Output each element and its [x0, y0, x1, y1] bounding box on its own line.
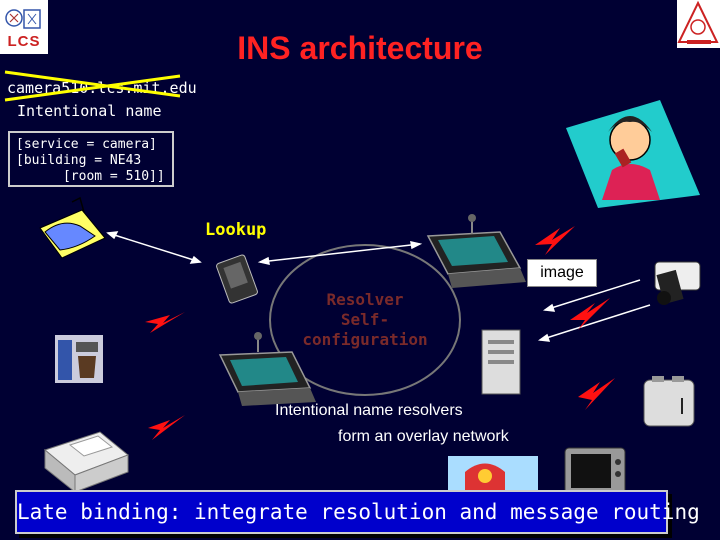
resolver-label-line: Resolver [290, 290, 440, 310]
server-tower-icon [482, 330, 520, 394]
image-label: image [527, 259, 597, 287]
telephone-woman-icon [566, 100, 700, 208]
footer-banner: Late binding: integrate resolution and m… [15, 490, 668, 534]
arrowhead [411, 242, 420, 248]
arrowhead [191, 257, 200, 263]
lightning-icon [570, 298, 610, 330]
lightning-icon [145, 312, 185, 333]
arrowhead [540, 335, 549, 341]
toaster-icon [644, 376, 694, 426]
lookup-label: Lookup [205, 220, 266, 240]
arrowhead [108, 232, 117, 238]
video-camera-icon [655, 262, 700, 305]
printer-icon [45, 432, 128, 492]
resolvers-note: Intentional name resolvers [275, 402, 463, 420]
lightning-icon [578, 378, 615, 410]
handshake-icon [40, 198, 105, 258]
resolver-label: Resolver Self-configuration [290, 290, 440, 350]
strike-line [5, 76, 180, 100]
jukebox-icon [448, 456, 538, 492]
lookup-arrow [108, 233, 200, 262]
lightning-icon [148, 415, 185, 440]
lightning-icon [535, 226, 575, 255]
television-icon [565, 448, 625, 496]
pda-icon [216, 254, 259, 304]
arrowhead [260, 258, 269, 264]
strike-line [5, 72, 180, 96]
resolvers-note: form an overlay network [338, 428, 509, 446]
coffee-maker-icon [55, 335, 103, 383]
resolver-label-line: Self-configuration [290, 310, 440, 350]
arrowhead [545, 305, 554, 311]
